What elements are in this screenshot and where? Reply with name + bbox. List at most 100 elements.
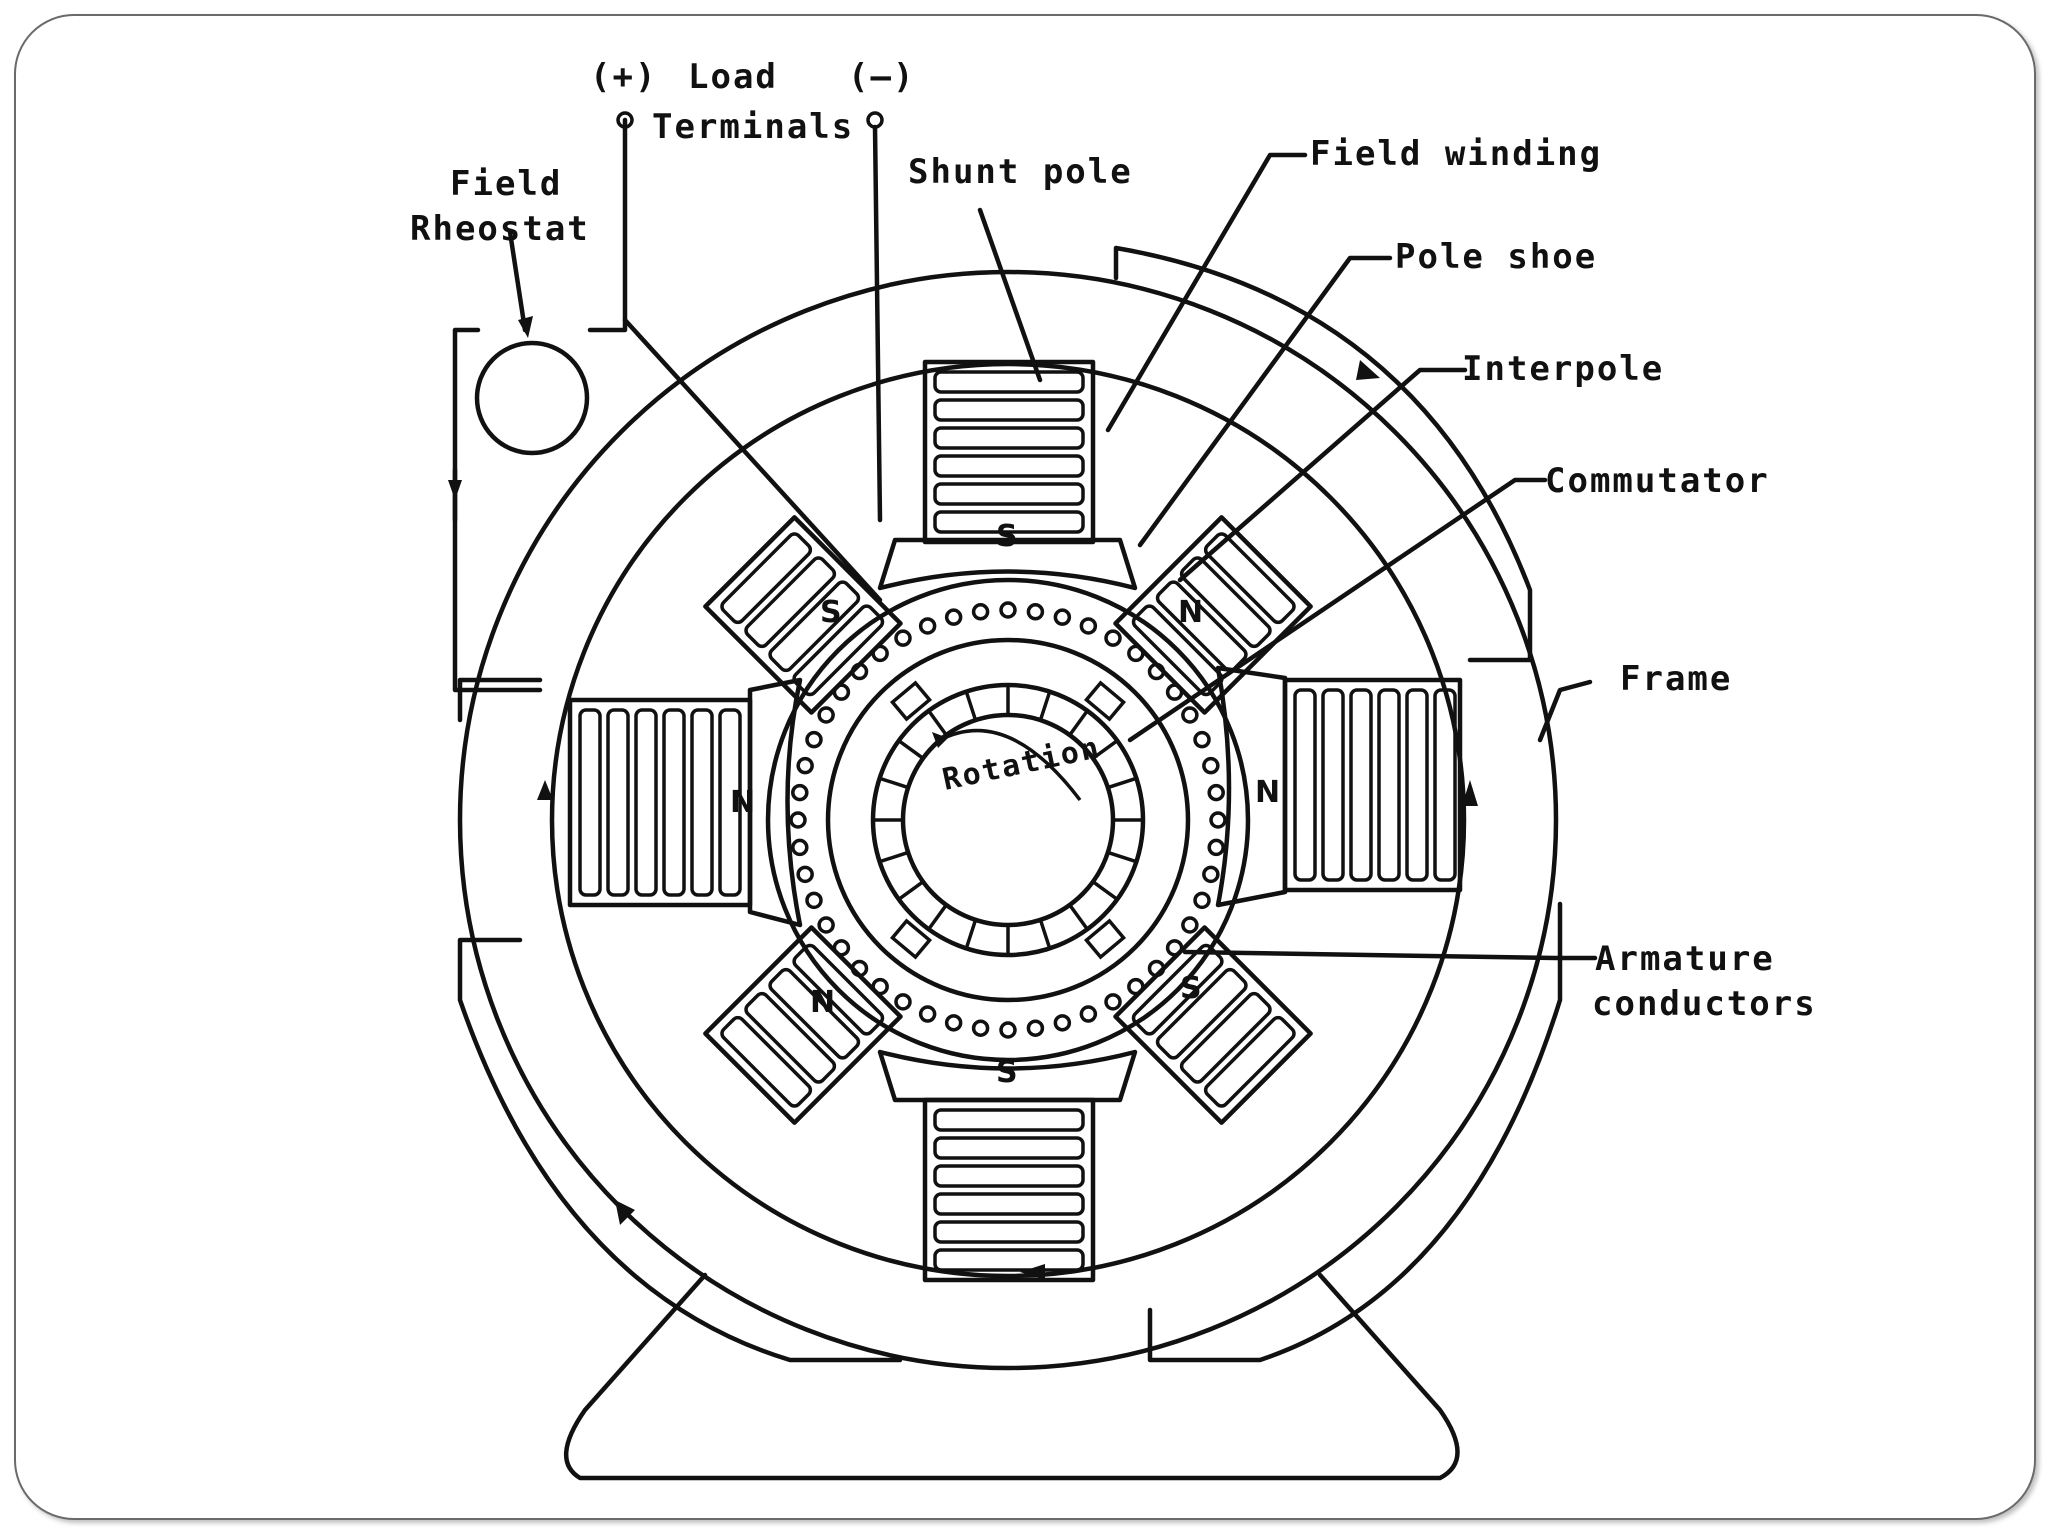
main-pole-top — [877, 359, 1138, 591]
armature-conductor — [944, 608, 963, 626]
label-shunt-pole: Shunt pole — [908, 152, 1133, 192]
coil-turn — [662, 708, 686, 897]
interpole-letter-top-left: S — [820, 595, 842, 630]
pole-letter-top: S — [996, 519, 1018, 554]
commutator-segment — [897, 880, 925, 901]
label-minus: (–) — [848, 57, 915, 97]
field-rheostat — [448, 117, 883, 693]
coil-turn — [1321, 688, 1345, 882]
coil-turn — [690, 708, 714, 897]
machine-base — [564, 1272, 1460, 1481]
armature-conductor — [1207, 838, 1225, 857]
armature-conductor — [971, 603, 990, 621]
coil-turn — [933, 510, 1085, 534]
armature-conductor — [1026, 1019, 1045, 1037]
coil-turn — [1293, 688, 1317, 882]
armature-conductor — [1053, 608, 1072, 626]
armature-conductor — [791, 783, 809, 802]
commutator-segment — [1107, 776, 1137, 790]
coil-turn — [933, 426, 1085, 450]
commutator-segment — [1091, 739, 1119, 760]
armature-conductor — [1104, 629, 1122, 647]
commutator-segment — [1038, 919, 1052, 949]
coil-turn — [1179, 991, 1272, 1084]
armature-conductor — [791, 838, 809, 857]
coil-turn — [1155, 967, 1248, 1060]
coil-turn — [933, 1136, 1085, 1160]
armature-conductors — [765, 577, 1251, 1063]
pole-letter-left: N — [730, 785, 755, 820]
interpole-top-right — [1113, 515, 1313, 715]
armature-conductor — [1104, 993, 1122, 1011]
coil-turn — [792, 943, 885, 1036]
coil-turn — [933, 398, 1085, 422]
armature-conductor — [805, 891, 823, 910]
armature-conductor — [796, 865, 814, 884]
armature-conductor — [1209, 811, 1227, 829]
label-armature-2: conductors — [1592, 984, 1817, 1024]
commutator-segment — [1038, 691, 1052, 721]
commutator-segment — [927, 709, 948, 737]
coil-turn — [933, 1248, 1085, 1272]
interpole-bottom-right — [1113, 925, 1313, 1125]
interpole-coil — [720, 532, 885, 697]
coil-turn — [933, 1192, 1085, 1216]
coil-turn — [720, 532, 813, 625]
coil-turn — [933, 1164, 1085, 1188]
coil-turn — [720, 1015, 813, 1108]
commutator-segment — [964, 919, 978, 949]
armature-conductor — [971, 1019, 990, 1037]
main-pole-left — [567, 677, 803, 928]
label-field-rheostat-1: Field — [450, 164, 562, 204]
coil-turn — [718, 708, 742, 897]
label-field-winding: Field winding — [1310, 134, 1602, 174]
commutator-segment — [1068, 709, 1089, 737]
interpole-letter-top-right: N — [1178, 595, 1203, 630]
coil-turn — [933, 1220, 1085, 1244]
coil-turn — [634, 708, 658, 897]
coil-turn — [1377, 688, 1401, 882]
armature-conductor — [1202, 865, 1220, 884]
frame-ring — [457, 245, 1563, 1371]
interpole-top-left — [703, 515, 903, 715]
interpole-bottom-left — [703, 925, 903, 1125]
armature-conductor — [918, 617, 937, 635]
current-direction-arrows — [537, 360, 1478, 1280]
armature-conductor — [894, 993, 912, 1011]
commutator-segment — [927, 903, 948, 931]
armature-conductor — [805, 730, 823, 749]
commutator — [870, 680, 1146, 960]
interpole-letter-bottom-right: S — [1180, 971, 1202, 1006]
armature-conductor — [817, 916, 835, 934]
interpole-coil — [1131, 532, 1296, 697]
coil-turn — [933, 482, 1085, 506]
armature-conductor — [999, 601, 1017, 619]
leader-lines — [977, 152, 1598, 961]
coil-turn — [1131, 604, 1224, 697]
armature-conductor — [944, 1014, 963, 1032]
armature-conductor — [1202, 756, 1220, 775]
armature-conductor — [1181, 916, 1199, 934]
armature-conductor — [918, 1005, 937, 1023]
armature-conductor — [894, 629, 912, 647]
commutator-segment — [897, 739, 925, 760]
label-frame: Frame — [1620, 659, 1732, 699]
rotation-label: Rotation — [939, 730, 1103, 798]
coil-turn — [1349, 688, 1373, 882]
commutator-segment — [879, 850, 909, 864]
armature-conductor — [1079, 1005, 1098, 1023]
armature-conductor — [1193, 730, 1211, 749]
coil-turn — [1433, 688, 1457, 882]
coil-turn — [933, 370, 1085, 394]
interpole-letter-bottom-left: N — [810, 985, 835, 1020]
label-interpole: Interpole — [1462, 349, 1664, 389]
armature-conductor — [1181, 706, 1199, 724]
coil-turn — [768, 580, 861, 673]
label-terminals: Terminals — [652, 107, 854, 147]
interpole-coil — [720, 943, 885, 1108]
coil-turn — [744, 991, 837, 1084]
label-plus: (+) — [590, 57, 657, 97]
armature-conductor — [1053, 1014, 1072, 1032]
armature-conductor — [1207, 783, 1225, 802]
label-armature-1: Armature — [1595, 939, 1775, 979]
